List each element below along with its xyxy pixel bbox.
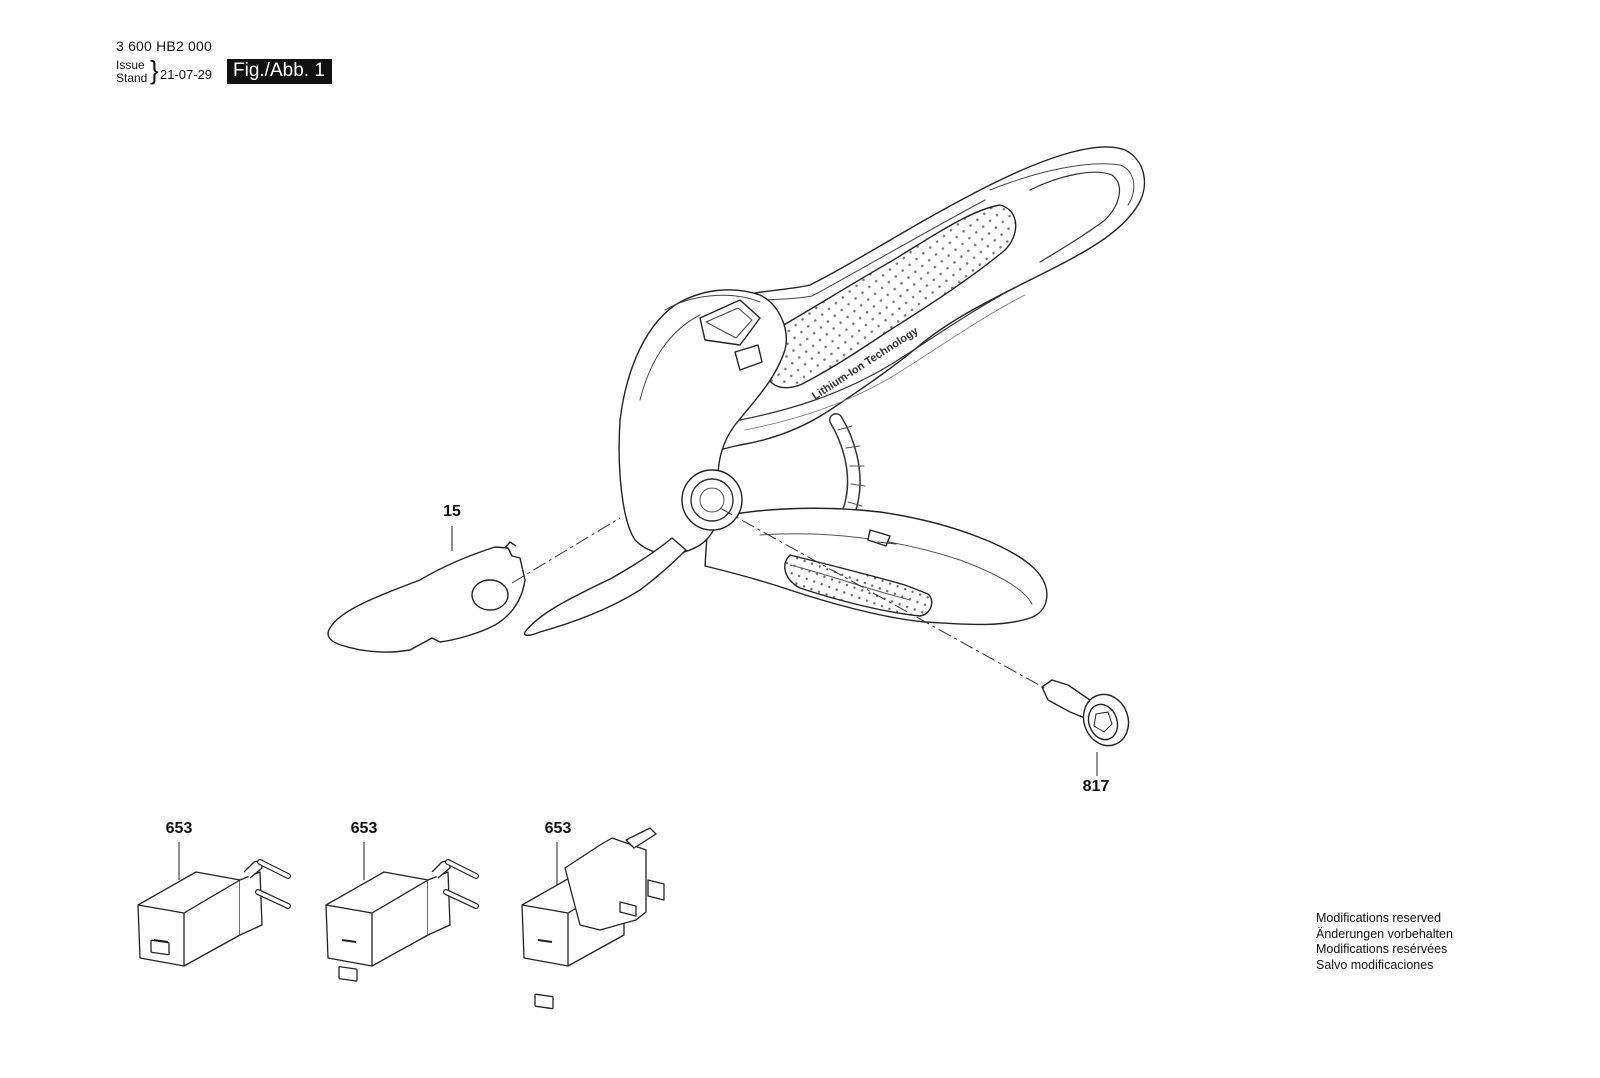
issue-date: 21-07-29 <box>160 67 213 82</box>
disclaimer-line-de: Änderungen vorbehalten <box>1316 926 1453 941</box>
upper-grip <box>764 204 1017 389</box>
lower-grip <box>784 554 933 617</box>
part-label-653-charger-uk: 653 <box>544 820 572 837</box>
assembly-lines <box>511 507 1049 691</box>
tool-blade <box>523 537 687 637</box>
part-label-653-charger-eu-2: 653 <box>350 820 378 837</box>
lower-handle <box>704 507 1048 626</box>
pruning-shears-body <box>523 146 1146 637</box>
part-817-pivot-bolt <box>1041 679 1130 747</box>
figure-label: Fig./Abb. 1 <box>227 59 332 84</box>
lock-button <box>699 299 761 346</box>
issue-brace: } <box>150 55 159 85</box>
part-label-653-charger-eu-1: 653 <box>165 820 193 837</box>
issue-label: Issue <box>116 58 145 72</box>
document-header: 3 600 HB2 000 Issue Stand } 21-07-29 Fig… <box>116 38 356 98</box>
issue-stand-label: Issue Stand <box>116 59 147 85</box>
document-number: 3 600 HB2 000 <box>116 38 213 54</box>
disclaimer-line-en: Modifications reserved <box>1316 911 1442 925</box>
modifications-disclaimer: Modifications reserved Änderungen vorbeh… <box>1316 911 1453 973</box>
part-15-blade-cover <box>327 541 526 653</box>
charger-uk-drawing <box>521 827 665 1010</box>
charger-eu-2-drawing <box>325 859 479 982</box>
label-leaders <box>178 526 1098 885</box>
part-label-817: 817 <box>1082 778 1110 795</box>
disclaimer-line-fr: Modifications resérvées <box>1316 942 1448 956</box>
disclaimer-line-es: Salvo modificaciones <box>1316 957 1434 972</box>
charger-eu-1-drawing <box>137 859 291 967</box>
stand-label: Stand <box>116 71 148 85</box>
part-label-15: 15 <box>443 503 461 520</box>
